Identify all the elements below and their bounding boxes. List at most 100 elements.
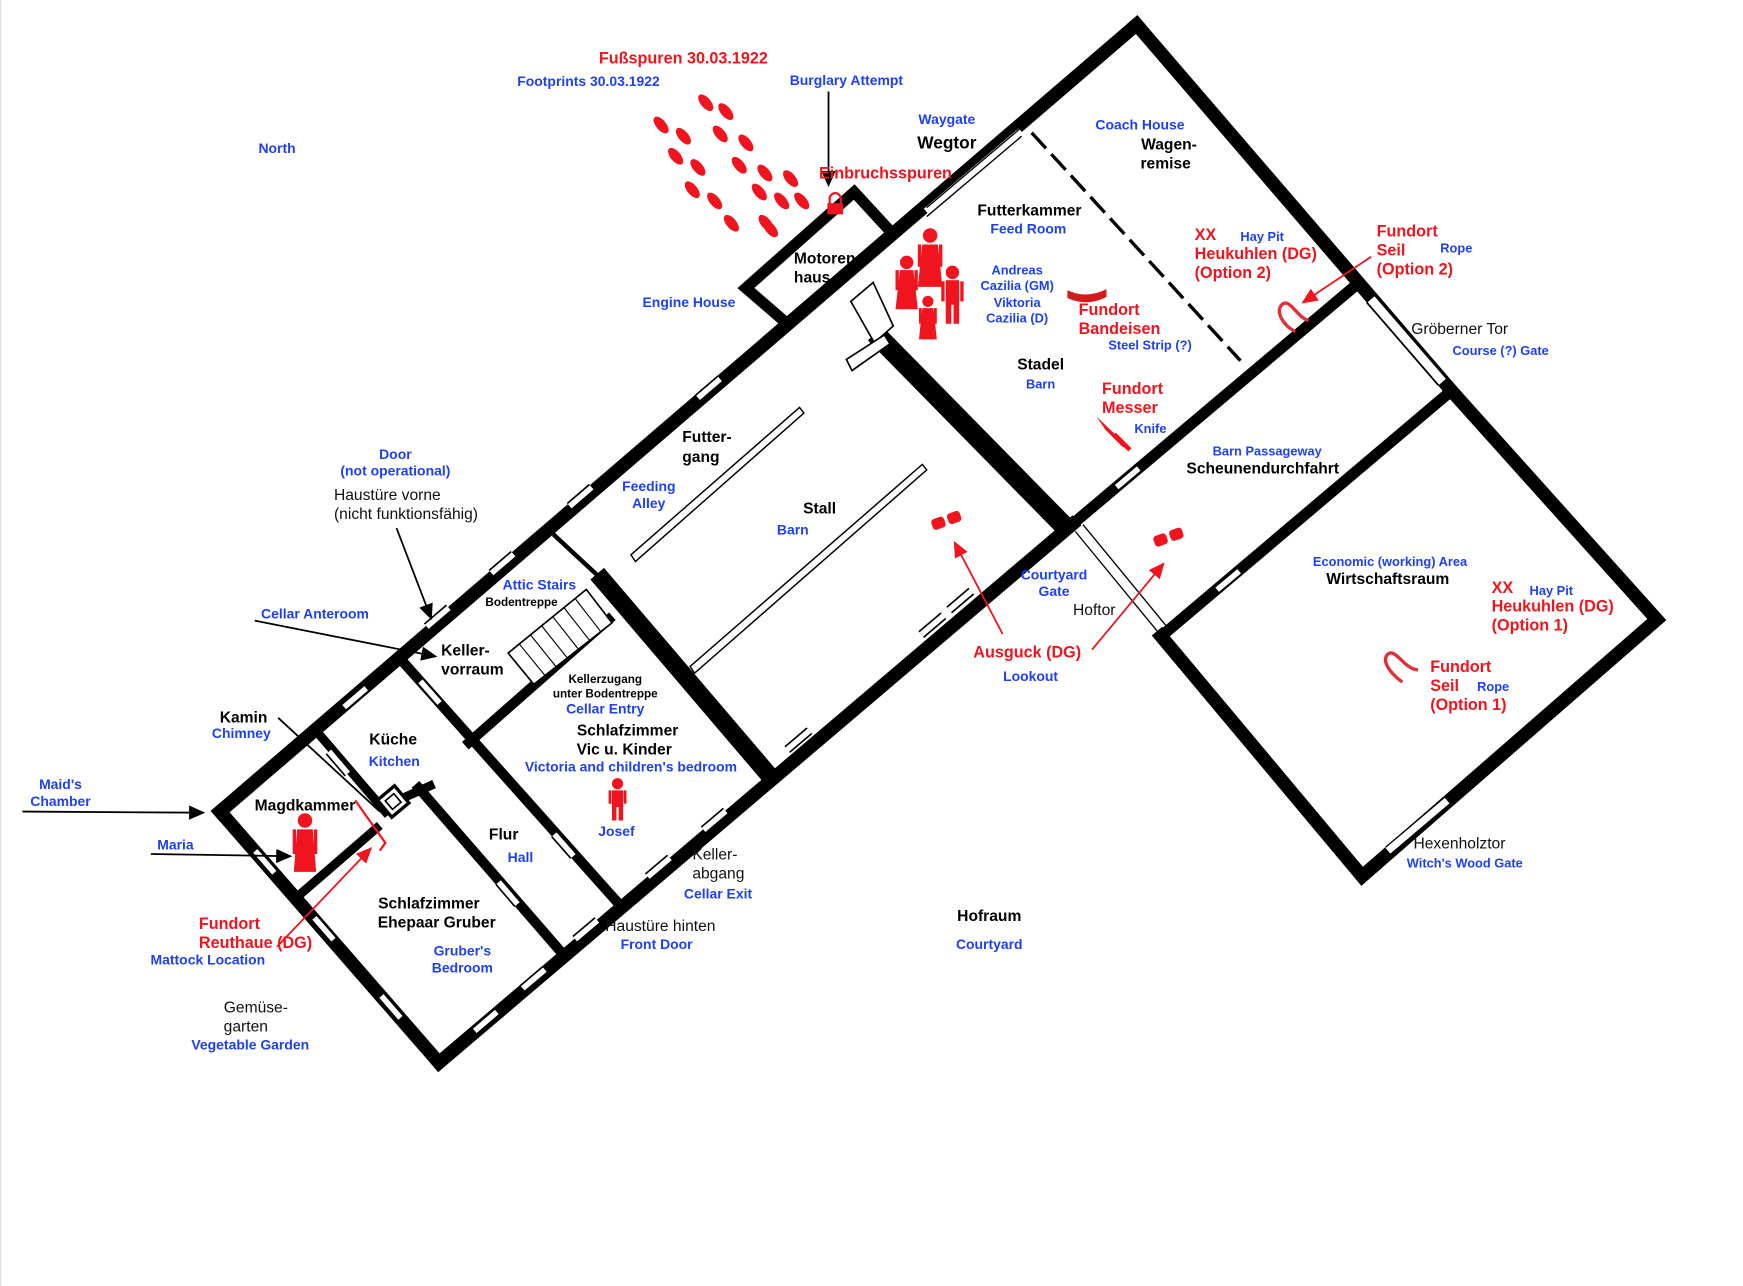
footprint [783,170,799,187]
footprint [757,164,773,182]
rope-1-label-de: (Option 1) [1430,696,1506,714]
steel-strip-label-de: Fundort [1079,301,1141,319]
rope-2-label-de: Seil [1377,242,1406,260]
hall-label-en: Hall [508,849,534,865]
window [1114,466,1141,490]
old-door-label-de: Haustüre vorne [334,487,441,504]
lookout-label-de: Ausguck (DG) [973,644,1081,662]
stair-step [552,616,579,650]
footprint [751,183,767,201]
garden-label-en: Vegetable Garden [191,1036,309,1052]
footprint [731,156,747,174]
footprint [668,147,684,165]
cellar-anteroom-label-de: Keller- [441,642,490,659]
courtyard-label-en: Courtyard [956,936,1023,952]
cellar-entry-label-de: Kellerzugang [568,673,642,686]
vic-bedroom-label-de: Vic u. Kinder [577,742,672,759]
burglary-label-de: Einbruchsspuren [819,165,952,183]
window [418,679,442,705]
attic-stairs[interactable] [506,588,614,686]
window [701,808,728,833]
old-door-label-de: (nicht funktionsfähig) [334,506,478,523]
kitchen-label-en: Kitchen [369,753,420,769]
barn-door-planks [845,281,895,372]
victim-name: Viktoria [994,295,1042,310]
cellar-exit-label-de: abgang [692,866,744,883]
hay-pit-2-label-de: Heukuhlen (DG) [1195,245,1317,263]
gruber-bedroom-label-en: Gruber's [434,943,492,959]
footprint [675,127,691,145]
window [645,855,672,879]
stair-step [530,634,557,668]
window [472,1009,499,1033]
window [696,376,722,401]
person-icon-female [917,228,943,287]
chimney-label-en: Chimney [212,725,271,741]
annotation-arrows [22,91,1372,948]
footprint [723,214,739,232]
knife-label-de: Fundort [1102,380,1164,398]
barn-passage-label-de: Scheunendurchfahrt [1186,460,1339,477]
coach-house-label-en: Coach House [1095,116,1184,132]
window [379,994,403,1020]
gruber-bedroom-label-de: Schlafzimmer [378,896,480,913]
window [947,589,974,613]
engine-house-label-de: haus [794,269,831,286]
courtyard-label-de: Hofraum [957,908,1021,925]
stair-step [563,607,591,641]
person-icon-female [895,255,918,310]
waygate-label-en: Waygate [918,111,975,127]
witch-gate-door[interactable] [1385,796,1451,855]
courtyard-gate-label-en: Courtyard [1021,566,1088,582]
rope-icon [1383,651,1419,684]
window [312,916,336,942]
stall-label-en: Barn [777,522,809,538]
rope-1-label-de: Seil [1430,677,1459,695]
maria-label: Maria [157,837,194,853]
footprint [762,220,778,238]
courtyard-gate-door[interactable] [1074,524,1167,633]
knife-label-de: Messer [1102,399,1158,417]
garden-label-de: Gemüse- [224,1000,288,1017]
footprint [712,125,728,143]
window [552,832,576,858]
rope-icon [1277,301,1310,334]
chimney-icon [375,783,412,820]
window [496,880,520,906]
footprint [774,192,790,210]
rope-2-label-de: (Option 2) [1377,261,1453,279]
footprint [690,159,706,176]
stair-step [574,598,602,633]
window [489,552,516,576]
victim-name: Cazilia (D) [986,311,1048,326]
old-door-label-en: (not operational) [340,463,450,479]
mattock-label-de: Reuthaue (DG) [199,934,312,952]
steel-strip-icon [1067,289,1107,303]
kitchen-label-de: Küche [369,732,417,749]
courtyard-gate-label-de: Hoftor [1073,602,1116,619]
waygate-door[interactable] [923,126,1025,218]
person-icon-child [918,295,937,340]
maid-chamber-label-en: Maid's [39,776,82,792]
window [919,613,946,637]
person-icon-maria [292,813,318,872]
person-icon-josef [608,778,627,821]
lookout-label-en: Lookout [1003,668,1058,684]
groeberner-gate-door[interactable] [1366,295,1448,386]
hay-pit-2-label-de: (Option 2) [1195,264,1271,282]
economic-area-label-de: Wirtschaftsraum [1326,571,1449,588]
window [342,686,369,710]
coach-house-label-de: remise [1140,156,1191,173]
footprint [707,192,723,210]
maid-chamber-label-en: Chamber [30,793,91,809]
garden-label-de: garten [224,1018,268,1035]
mattock-label-de: Fundort [199,915,261,933]
cellar-entry-label-de: unter Bodentreppe [553,688,658,701]
footprint [738,134,754,152]
person-icon-male [941,265,964,324]
footprint [653,116,669,134]
feeding-alley-label-en: Alley [632,495,666,511]
hay-pit-2-mark: XX [1195,226,1217,244]
feeding-alley-label-de: Futter- [682,429,731,446]
footprint [698,94,714,112]
